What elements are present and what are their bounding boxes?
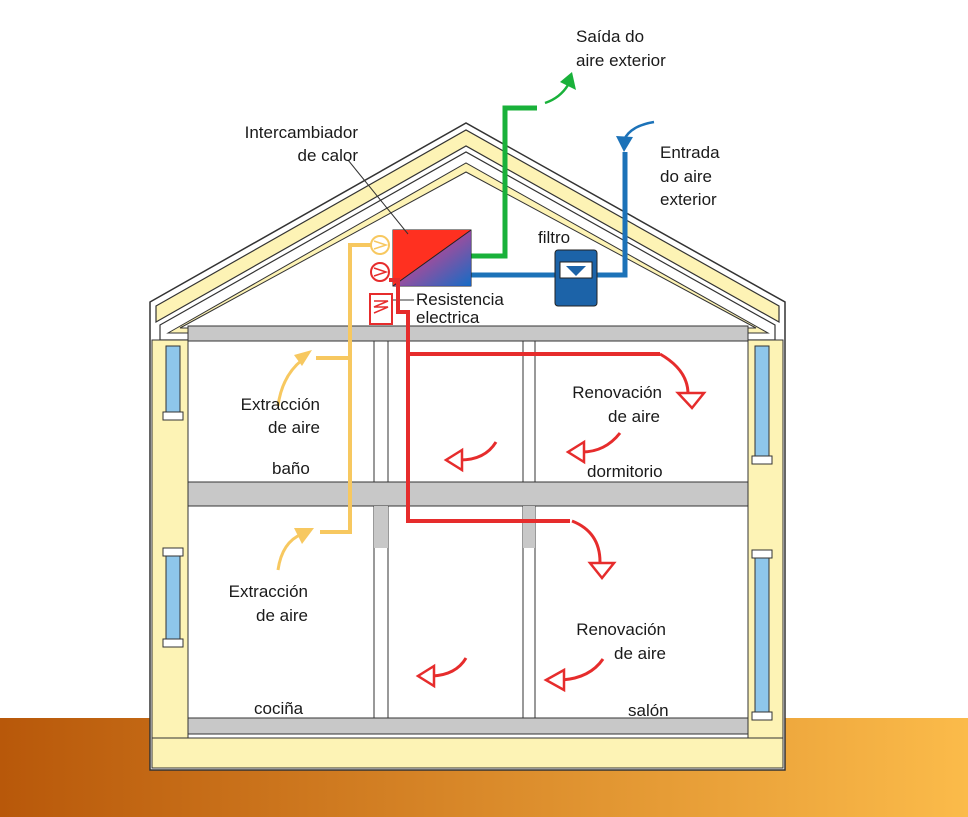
exhaust-duct	[470, 105, 537, 259]
supply-arrowhead-living-inner	[543, 667, 566, 693]
extraction-duct	[320, 243, 372, 534]
room-living-label: salón	[628, 701, 669, 720]
window-right-upper	[754, 345, 770, 459]
extraction-fan-blade-icon	[373, 240, 389, 250]
wall-gap	[374, 506, 388, 548]
intake-arrowhead	[616, 136, 633, 152]
attic-floor-slab	[187, 325, 749, 342]
heat-exchanger-leader-line	[347, 159, 409, 235]
supply-duct-lower	[406, 354, 570, 523]
heat-exchanger-divider	[392, 229, 472, 287]
renovation-upper-label-1: Renovación	[572, 383, 662, 402]
renovation-upper-label-2: de aire	[608, 407, 660, 426]
supply-arrow-living	[571, 519, 602, 563]
interior-wall	[522, 340, 536, 483]
intake-outdoor-label-3: exterior	[660, 190, 717, 209]
window-left-upper	[165, 345, 181, 415]
resistance-coil-icon	[373, 300, 389, 314]
extraction-upper-label-1: Extracción	[241, 395, 320, 414]
interior-area	[187, 339, 749, 739]
electric-resistance-icon	[369, 293, 393, 325]
ground-floor-slab	[187, 717, 749, 735]
resistance-label-2: electrica	[416, 308, 480, 327]
room-bedroom-label: dormitorio	[587, 462, 663, 481]
window-sill	[751, 711, 773, 721]
window-sill	[751, 455, 773, 465]
extraction-arrowhead-upper	[294, 350, 312, 366]
window-sill	[162, 547, 184, 557]
filter-label: filtro	[538, 228, 570, 247]
supply-arrowhead-living	[587, 561, 617, 581]
intake-duct-outdoor	[597, 152, 628, 278]
supply-arrowhead-bedroom	[675, 391, 707, 410]
window-sill	[751, 549, 773, 559]
supply-arrowhead-hall-lower	[415, 663, 436, 689]
supply-arrow-bedroom	[659, 352, 690, 395]
heat-exchanger-label-1: Intercambiador	[245, 123, 359, 142]
supply-arrow-living-inner	[561, 658, 605, 682]
intake-outdoor-label-1: Entrada	[660, 143, 720, 162]
supply-arrowhead-bedroom-inner	[565, 439, 586, 465]
resistance-label-1: Resistencia	[416, 290, 504, 309]
heat-exchanger-label-2: de calor	[298, 146, 359, 165]
exhaust-arrowhead	[560, 72, 576, 90]
exhaust-outdoor-label-2: aire exterior	[576, 51, 666, 70]
extraction-arrow-upper	[276, 358, 303, 407]
extraction-lower-label-2: de aire	[256, 606, 308, 625]
middle-floor-slab	[187, 481, 749, 507]
supply-fan-blade-icon	[373, 267, 389, 277]
supply-arrow-bedroom-inner	[581, 432, 622, 454]
supply-fan-icon	[370, 262, 390, 282]
supply-duct-upper	[389, 278, 660, 356]
foundation-insulation	[151, 737, 784, 769]
intake-outdoor-label-2: do aire	[660, 167, 712, 186]
window-right-lower	[754, 554, 770, 716]
extraction-upper-label-2: de aire	[268, 418, 320, 437]
supply-arrowhead-hall-upper	[443, 447, 464, 473]
renovation-lower-label-2: de aire	[614, 644, 666, 663]
filter-triangle-icon	[566, 266, 586, 276]
exhaust-arrow	[544, 84, 570, 105]
room-kitchen-label: cociña	[254, 699, 304, 718]
supply-arrow-hall-upper	[459, 441, 498, 462]
extraction-lower-label-1: Extracción	[229, 582, 308, 601]
renovation-lower-label-1: Renovación	[576, 620, 666, 639]
roof-insulation	[155, 129, 780, 324]
window-sill	[162, 638, 184, 648]
room-bathroom-label: baño	[272, 459, 310, 478]
window-left-lower	[165, 552, 181, 642]
interior-wall	[373, 340, 389, 483]
wall-gap	[523, 506, 535, 548]
window-sill	[162, 411, 184, 421]
supply-arrow-hall-lower	[431, 657, 468, 678]
extraction-arrowhead-lower	[294, 528, 314, 544]
exhaust-outdoor-label-1: Saída do	[576, 27, 644, 46]
